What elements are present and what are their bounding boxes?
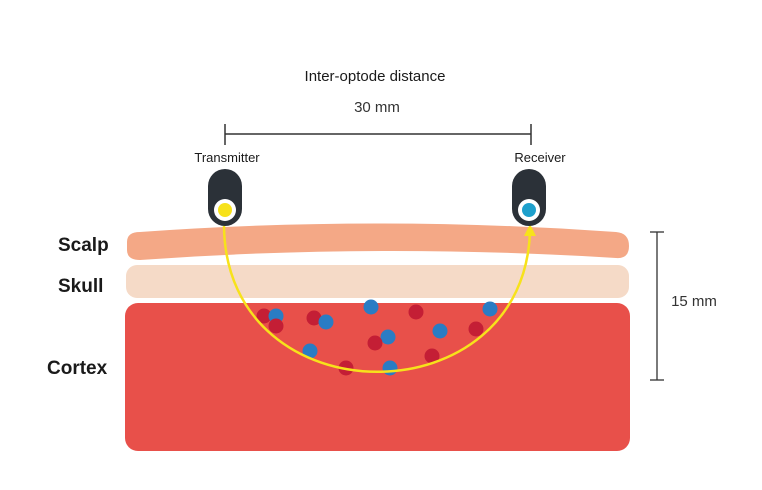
blue-blood-cell [302,343,318,359]
cortex-layer [125,303,630,451]
light-detector-icon [522,203,536,217]
red-blood-cell [367,335,383,351]
receiver-label: Receiver [514,150,566,165]
transmitter-label: Transmitter [194,150,260,165]
red-blood-cell [268,318,284,334]
transmitter-optode [208,169,242,226]
distance-bracket [224,124,532,145]
depth-label: 15 mm [671,293,717,310]
red-blood-cell [256,308,272,324]
scalp-label: Scalp [58,235,109,256]
red-blood-cell [424,348,440,364]
light-path-arrowhead [524,224,536,236]
receiver-optode [512,169,546,226]
light-path [222,225,532,373]
blue-blood-cell [363,299,379,315]
blue-blood-cell [380,329,396,345]
red-blood-cell [306,310,322,326]
blood-cells [256,299,498,376]
blue-blood-cell [482,301,498,317]
skull-label: Skull [58,276,103,297]
scalp-layer [127,223,629,260]
blue-blood-cell [432,323,448,339]
depth-bracket [650,231,664,381]
red-blood-cell [408,304,424,320]
light-source-icon [218,203,232,217]
blue-blood-cell [318,314,334,330]
cortex-label: Cortex [47,358,108,379]
diagram-title: Inter-optode distance [305,68,446,85]
red-blood-cell [468,321,484,337]
distance-label: 30 mm [354,99,400,116]
blue-blood-cell [382,360,398,376]
skull-layer [126,265,629,298]
